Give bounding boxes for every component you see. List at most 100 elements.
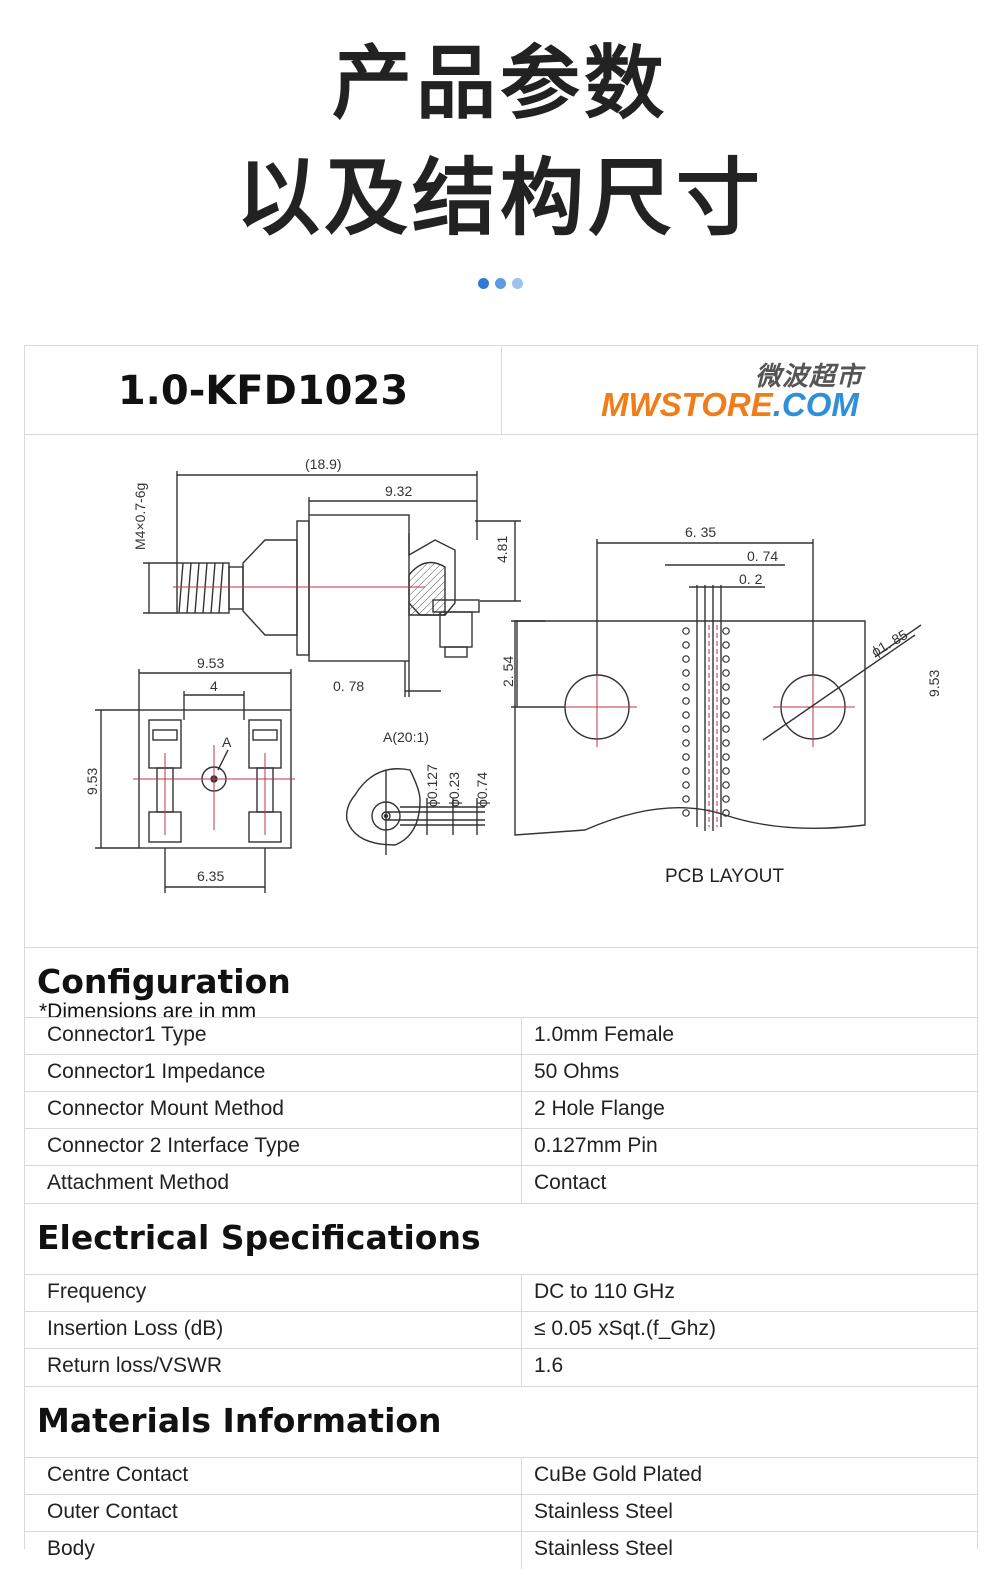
- cell-divider: [521, 1055, 522, 1092]
- via-hole: [682, 697, 690, 705]
- section-title: Materials Information: [37, 1401, 442, 1440]
- cell-divider: [521, 1129, 522, 1166]
- table-row: Connector1 Impedance 50 Ohms: [25, 1054, 977, 1092]
- dim-label: 0. 2: [739, 571, 763, 587]
- dim-label: ϕ0.127: [424, 764, 440, 807]
- via-hole: [722, 641, 730, 649]
- pager-dot: [478, 278, 489, 289]
- spec-label: Connector1 Type: [47, 1023, 207, 1046]
- spec-label: Connector1 Impedance: [47, 1060, 266, 1083]
- detail-title: A(20:1): [383, 729, 429, 745]
- logo-chinese: 微波超市: [755, 362, 864, 392]
- configuration-section: Configuration: [25, 947, 977, 1018]
- dim-label: (18.9): [305, 456, 342, 472]
- cell-divider: [521, 1092, 522, 1129]
- cell-divider: [521, 1166, 522, 1203]
- spec-value: 1.0mm Female: [534, 1023, 675, 1046]
- spec-value: ≤ 0.05 xSqt.(f_Ghz): [534, 1317, 716, 1340]
- dim-label: 6.35: [197, 868, 224, 884]
- spec-label: Centre Contact: [47, 1463, 189, 1486]
- via-hole: [722, 697, 730, 705]
- model-cell: 1.0-KFD1023: [25, 346, 502, 434]
- via-hole: [722, 669, 730, 677]
- table-row: Centre Contact CuBe Gold Plated: [25, 1457, 977, 1495]
- pager-dot: [495, 278, 506, 289]
- dim-label: 4.81: [494, 536, 510, 563]
- spec-value: Contact: [534, 1171, 607, 1194]
- spec-value: CuBe Gold Plated: [534, 1463, 703, 1486]
- via-hole: [722, 725, 730, 733]
- via-hole: [682, 767, 690, 775]
- marker-label: A: [222, 734, 232, 750]
- dim-label: M4×0.7-6g: [132, 483, 148, 550]
- cell-divider: [521, 1275, 522, 1312]
- via-hole: [682, 683, 690, 691]
- electrical-section: Electrical Specifications: [25, 1203, 977, 1274]
- dim-label: 0. 74: [747, 548, 778, 564]
- spec-value: 2 Hole Flange: [534, 1097, 665, 1120]
- spec-label: Return loss/VSWR: [47, 1354, 223, 1377]
- via-hole: [682, 711, 690, 719]
- dim-label: 0. 78: [333, 678, 364, 694]
- dim-label: 2. 54: [500, 656, 516, 687]
- dim-label: 9.53: [84, 768, 100, 795]
- spec-label: Frequency: [47, 1280, 147, 1303]
- dim-label: 9.53: [197, 655, 224, 671]
- via-hole: [722, 655, 730, 663]
- pcb-layout: [511, 539, 922, 836]
- cell-divider: [521, 1458, 522, 1495]
- materials-section: Materials Information: [25, 1386, 977, 1457]
- logo-text-com: .COM: [772, 386, 859, 423]
- hero-title-line1: 产品参数: [332, 37, 668, 130]
- logo-text-mwstore: MWSTORE: [601, 386, 773, 423]
- spec-label: Body: [47, 1537, 95, 1560]
- via-hole: [722, 767, 730, 775]
- spec-label: Attachment Method: [47, 1171, 230, 1194]
- via-hole: [722, 809, 730, 817]
- via-hole: [722, 739, 730, 747]
- via-hole: [722, 753, 730, 761]
- drawing-labels: (18.9) 9.32 M4×0.7-6g 4.81 0. 78 9.53 4 …: [84, 456, 942, 887]
- via-hole: [722, 795, 730, 803]
- section-title: Electrical Specifications: [37, 1218, 481, 1257]
- pcb-caption: PCB LAYOUT: [665, 866, 784, 887]
- cell-divider: [521, 1495, 522, 1532]
- cell-divider: [521, 1018, 522, 1055]
- table-row: Connector Mount Method 2 Hole Flange: [25, 1091, 977, 1129]
- pcb-via-holes: [682, 627, 730, 817]
- table-row: Attachment Method Contact: [25, 1165, 977, 1203]
- detail-view: [345, 768, 485, 855]
- table-row: Connector 2 Interface Type 0.127mm Pin: [25, 1128, 977, 1166]
- via-hole: [682, 725, 690, 733]
- via-hole: [682, 669, 690, 677]
- via-hole: [682, 781, 690, 789]
- spec-card: 1.0-KFD1023 微波超市 MWSTORE.COM: [24, 345, 978, 1569]
- via-hole: [722, 683, 730, 691]
- spec-label: Connector 2 Interface Type: [47, 1134, 300, 1157]
- dim-label: 9.53: [926, 670, 942, 697]
- cell-divider: [521, 1532, 522, 1569]
- via-hole: [682, 655, 690, 663]
- via-hole: [682, 739, 690, 747]
- spec-label: Insertion Loss (dB): [47, 1317, 224, 1340]
- spec-label: Connector Mount Method: [47, 1097, 284, 1120]
- brand-logo: MWSTORE.COM: [601, 386, 859, 424]
- via-hole: [722, 781, 730, 789]
- via-hole: [682, 753, 690, 761]
- via-hole: [722, 711, 730, 719]
- front-view: [95, 669, 295, 893]
- hero-banner: 产品参数 以及结构尺寸: [0, 0, 1000, 330]
- dim-label: ϕ0.74: [474, 772, 490, 807]
- spec-value: 0.127mm Pin: [534, 1134, 658, 1157]
- spec-value: 50 Ohms: [534, 1060, 620, 1083]
- section-title: Configuration: [37, 962, 291, 1001]
- via-hole: [682, 641, 690, 649]
- dim-label: 6. 35: [685, 524, 716, 540]
- side-view: [143, 471, 521, 697]
- cell-divider: [521, 1312, 522, 1349]
- via-hole: [682, 795, 690, 803]
- spec-value: DC to 110 GHz: [534, 1280, 675, 1303]
